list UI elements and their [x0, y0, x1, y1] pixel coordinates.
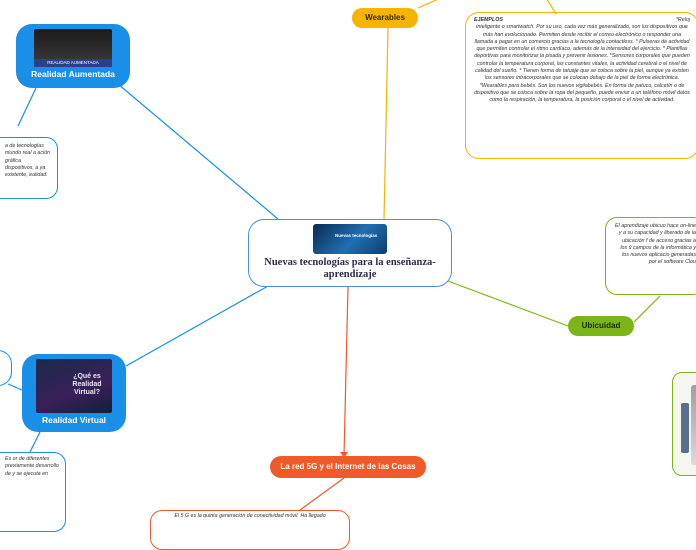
wearables-text: inteligente o smartwatch. Por su uso, ca…	[474, 24, 690, 104]
red5g-text: El 5 G es la quinta generación de conect…	[174, 513, 326, 519]
arrow-red5g	[340, 452, 348, 458]
realidad-virtual-image-text: ¿Qué es Realidad Virtual?	[72, 373, 102, 396]
central-topic[interactable]: Nuevas tecnologías Nuevas tecnologías pa…	[248, 219, 452, 287]
ubicuidad-note[interactable]: El aprendizaje ubicuo hace on-line y a s…	[605, 217, 696, 295]
image-figure-secondary	[681, 403, 689, 453]
realidad-virtual-label: Realidad Virtual	[41, 415, 107, 425]
realidad-aumentada-banner: REALIDAD AUMENTADA	[34, 59, 112, 67]
realidad-virtual-image: ¿Qué es Realidad Virtual?	[36, 359, 112, 413]
central-title: Nuevas tecnologías para la enseñanza-apr…	[264, 257, 436, 280]
realidad-virtual-text: Es or de diferentes previamente desarrol…	[5, 456, 59, 477]
link-red5g-box	[299, 477, 345, 511]
link-ra-box	[17, 87, 37, 127]
ubicuidad-label: Ubicuidad	[581, 321, 621, 330]
link-wearables-box	[546, 0, 557, 15]
red5g-note[interactable]: El 5 G es la quinta generación de conect…	[150, 510, 350, 550]
link-ubicuidad-box	[633, 295, 661, 323]
image-figure	[691, 385, 696, 465]
link-rv-box	[7, 383, 23, 391]
link-ubicuidad	[447, 280, 569, 327]
connector-lines	[7, 0, 661, 511]
central-image-caption: Nuevas tecnologías	[335, 233, 378, 238]
red5g-label: La red 5G y el Internet de las Cosas	[280, 462, 416, 471]
wearables-header: EJEMPLOS	[474, 17, 503, 23]
link-rv-text	[29, 431, 41, 453]
wearables-label: Wearables	[365, 13, 405, 22]
wearables-note[interactable]: EJEMPLOS *Reloj inteligente o smartwatch…	[465, 12, 696, 159]
topic-wearables[interactable]: Wearables	[352, 8, 418, 28]
topic-realidad-virtual[interactable]: ¿Qué es Realidad Virtual? Realidad Virtu…	[22, 354, 126, 432]
topic-ubicuidad[interactable]: Ubicuidad	[568, 316, 634, 336]
link-red5g	[343, 286, 349, 457]
link-realidad-aumentada	[117, 83, 279, 220]
central-image: Nuevas tecnologías	[313, 224, 387, 254]
realidad-aumentada-text: a de tecnologías mundo real a ación gráf…	[5, 143, 51, 179]
ubicuidad-image[interactable]	[672, 372, 696, 476]
realidad-aumentada-label: Realidad Aumentada	[31, 69, 115, 79]
link-wearables	[383, 0, 438, 220]
topic-red-5g[interactable]: La red 5G y el Internet de las Cosas	[270, 456, 426, 478]
ubicuidad-text: El aprendizaje ubicuo hace on-line y a s…	[615, 223, 696, 266]
realidad-aumentada-image: REALIDAD AUMENTADA	[34, 29, 112, 67]
topic-realidad-aumentada[interactable]: REALIDAD AUMENTADA Realidad Aumentada	[16, 24, 130, 88]
link-realidad-virtual	[125, 285, 269, 367]
wearables-header-right: *Reloj	[675, 17, 690, 23]
realidad-aumentada-note[interactable]: a de tecnologías mundo real a ación gráf…	[0, 137, 58, 199]
realidad-virtual-note[interactable]: Es or de diferentes previamente desarrol…	[0, 452, 66, 532]
